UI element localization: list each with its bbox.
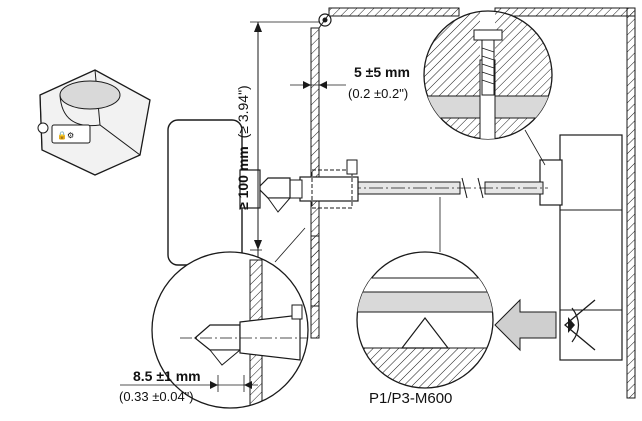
door-lower-segment — [310, 235, 320, 307]
shaft-in-label: (0.33 ±0.04") — [119, 389, 194, 404]
rotary-handle-3d: 🔒⚙ — [37, 69, 151, 176]
gap-mm-label: 5 ±5 mm — [354, 64, 410, 80]
gap-dimension: 5 ±5 mm (0.2 ±0.2") — [290, 64, 410, 101]
shaft-coupling — [257, 159, 359, 213]
eye-icon — [563, 299, 596, 351]
detail-circle-alignment: P1/P3-M600 — [356, 197, 494, 407]
handle-side-view — [167, 119, 261, 266]
detail-circle-shaft-end: 8.5 ±1 mm (0.33 ±0.04") — [119, 227, 309, 409]
lock-cylinder-icon — [37, 122, 49, 134]
clearance-dimension: ≥ 100 mm (≥ 3.94") — [235, 21, 320, 300]
shaft-mm-label: 8.5 ±1 mm — [133, 368, 201, 384]
view-direction — [494, 298, 596, 352]
detail-circle-clamp — [423, 10, 553, 166]
padlock-glyph: 🔒⚙ — [57, 131, 74, 140]
clearance-in-label: (≥ 3.94") — [235, 85, 251, 138]
clearance-mm-label: ≥ 100 mm — [235, 146, 251, 210]
padlock-label-icon — [51, 124, 91, 144]
svg-text:≥ 100 mm (≥ 3.94"): ≥ 100 mm (≥ 3.94") — [235, 85, 251, 210]
arrow-left-icon — [494, 298, 557, 352]
model-label: P1/P3-M600 — [369, 390, 452, 407]
gap-in-label: (0.2 ±0.2") — [348, 86, 408, 101]
extension-shaft — [215, 177, 548, 199]
